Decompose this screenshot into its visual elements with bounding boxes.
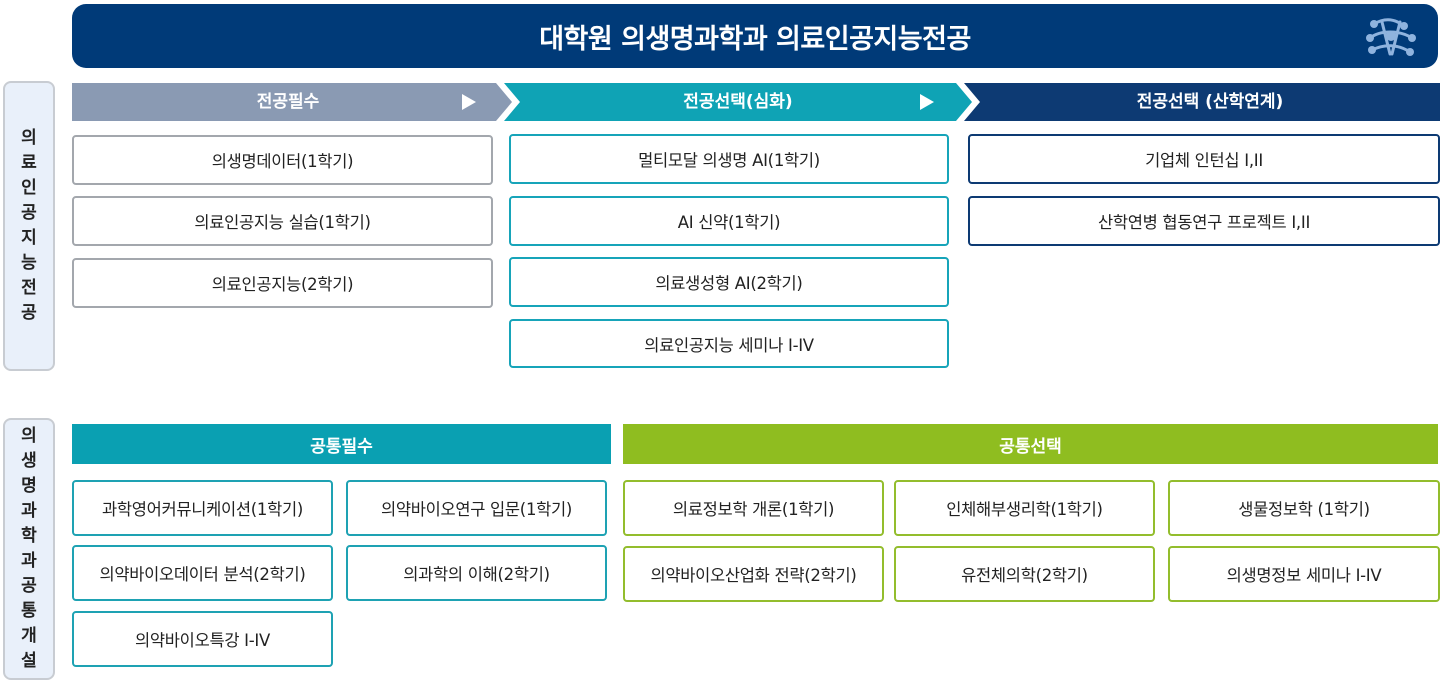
side-char: 개 — [21, 626, 37, 646]
side-char: 명 — [21, 476, 37, 496]
course-box: 생물정보학 (1학기) — [1168, 480, 1440, 536]
arrow-stage-industry — [964, 83, 1440, 121]
side-char: 인 — [21, 178, 37, 198]
course-box: 의약바이오산업화 전략(2학기) — [623, 546, 884, 602]
course-box: 의료인공지능 세미나 I-IV — [509, 319, 949, 368]
side-char: 의 — [21, 128, 37, 148]
label-major-required: 전공필수 — [256, 92, 320, 112]
course-box: 의료정보학 개론(1학기) — [623, 480, 884, 536]
network-logo-icon — [1366, 18, 1416, 56]
side-char: 설 — [21, 651, 37, 671]
arrow-stage-advanced — [504, 83, 972, 121]
label-major-advanced: 전공선택(심화) — [683, 92, 793, 112]
arrow-stage-required — [72, 83, 512, 121]
side-char: 통 — [21, 601, 37, 621]
course-box: 의과학의 이해(2학기) — [346, 545, 607, 601]
side-char: 생 — [21, 451, 37, 471]
side-char: 의 — [21, 426, 37, 446]
side-char: 과 — [21, 501, 37, 521]
side-char: 능 — [21, 253, 37, 273]
course-box: 과학영어커뮤니케이션(1학기) — [72, 480, 333, 536]
course-box: 의약바이오특강 I-IV — [72, 611, 333, 667]
label-major-industry: 전공선택 (산학연계) — [1136, 92, 1284, 112]
side-label-major: 의 료 인 공 지 능 전 공 — [3, 81, 55, 371]
side-char: 학 — [21, 526, 37, 546]
side-char: 료 — [21, 153, 37, 173]
course-box: 의료인공지능 실습(1학기) — [72, 196, 493, 246]
play-triangle-icon — [462, 94, 476, 110]
side-char: 전 — [21, 278, 37, 298]
course-box: 기업체 인턴십 I,II — [968, 134, 1440, 184]
course-box: 의료생성형 AI(2학기) — [509, 257, 949, 307]
side-char: 공 — [21, 576, 37, 596]
label-common-elective: 공통선택 — [623, 424, 1438, 464]
course-box: 의료인공지능(2학기) — [72, 258, 493, 308]
side-char: 공 — [21, 203, 37, 223]
course-box: 산학연병 협동연구 프로젝트 I,II — [968, 196, 1440, 246]
side-label-common: 의 생 명 과 학 과 공 통 개 설 — [3, 418, 55, 680]
side-char: 과 — [21, 551, 37, 571]
course-box: 인체해부생리학(1학기) — [894, 480, 1155, 536]
side-char: 지 — [21, 228, 37, 248]
side-char: 공 — [21, 303, 37, 323]
course-box: AI 신약(1학기) — [509, 196, 949, 246]
course-box: 의약바이오연구 입문(1학기) — [346, 480, 607, 536]
track-arrows — [72, 83, 1440, 121]
page-title: 대학원 의생명과학과 의료인공지능전공 — [539, 23, 971, 55]
course-box: 의생명정보 세미나 I-IV — [1168, 546, 1440, 602]
course-box: 의약바이오데이터 분석(2학기) — [72, 545, 333, 601]
play-triangle-icon — [920, 94, 934, 110]
course-box: 멀티모달 의생명 AI(1학기) — [509, 134, 949, 184]
label-common-required: 공통필수 — [72, 424, 611, 464]
course-box: 유전체의학(2학기) — [894, 546, 1155, 602]
course-box: 의생명데이터(1학기) — [72, 135, 493, 185]
page-header: 대학원 의생명과학과 의료인공지능전공 — [72, 4, 1438, 68]
